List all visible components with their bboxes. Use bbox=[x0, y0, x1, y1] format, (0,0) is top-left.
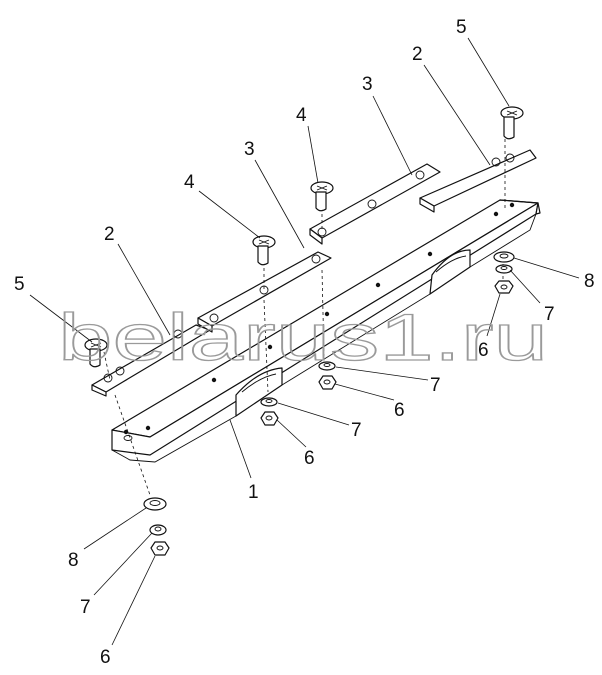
leader-lines bbox=[29, 37, 580, 646]
callout-6-bottom: 6 bbox=[100, 647, 111, 668]
callout-5-left: 5 bbox=[14, 274, 25, 295]
callout-8-right: 8 bbox=[584, 271, 595, 292]
left-strap bbox=[197, 251, 332, 333]
callout-6-center-b: 6 bbox=[304, 448, 315, 469]
callout-5-top: 5 bbox=[456, 17, 467, 38]
callout-6-right: 6 bbox=[478, 340, 489, 361]
callout-7-right: 7 bbox=[544, 304, 555, 325]
callout-4-top: 4 bbox=[296, 105, 307, 126]
watermark: belarus1.ru bbox=[58, 300, 548, 374]
bolt-4-right bbox=[310, 181, 334, 212]
bolt-4-left bbox=[252, 235, 276, 266]
callout-3-mid: 3 bbox=[244, 139, 255, 160]
callout-3-top: 3 bbox=[362, 74, 373, 95]
callout-8-bottom: 8 bbox=[68, 550, 79, 571]
center-fastener-stack-a bbox=[318, 361, 337, 390]
callout-7-center-a: 7 bbox=[430, 375, 441, 396]
callouts: 5 2 3 4 3 4 2 5 8 7 6 7 6 7 6 1 8 7 6 bbox=[14, 17, 595, 668]
callout-7-bottom: 7 bbox=[80, 597, 91, 618]
callout-2-left: 2 bbox=[104, 224, 115, 245]
bottom-fastener-stack bbox=[143, 497, 170, 556]
callout-2-top: 2 bbox=[412, 44, 423, 65]
callout-6-center-a: 6 bbox=[394, 400, 405, 421]
right-fastener-stack bbox=[493, 251, 515, 294]
bolt-top-right bbox=[500, 106, 524, 140]
callout-4-mid: 4 bbox=[184, 172, 195, 193]
callout-1: 1 bbox=[248, 482, 259, 503]
center-fastener-stack-b bbox=[260, 397, 279, 426]
right-strap bbox=[309, 163, 441, 245]
callout-7-center-b: 7 bbox=[351, 420, 362, 441]
main-beam bbox=[111, 199, 541, 463]
right-plate bbox=[419, 149, 537, 213]
bolt-5-left bbox=[84, 338, 108, 368]
